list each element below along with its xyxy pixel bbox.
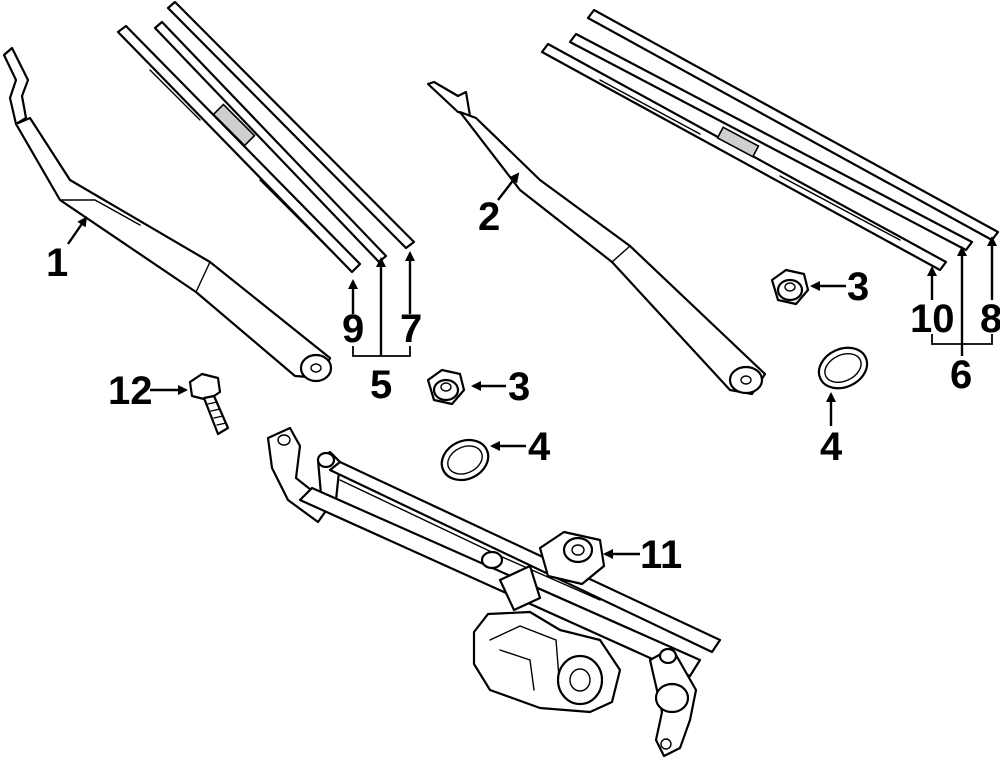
left-wiper-arm [2, 46, 333, 383]
callout-5: 5 [370, 363, 392, 407]
arm-nut-left [426, 368, 466, 406]
pivot-cap-right [817, 346, 869, 390]
callout-leaders [67, 172, 997, 559]
arm-nut-right [770, 268, 810, 306]
callout-labels: 1 2 9 5 7 10 6 8 3 3 4 4 11 12 [46, 195, 1000, 577]
left-wiper-blade-assembly [116, 0, 416, 274]
right-wiper-arm [426, 80, 767, 396]
wiper-linkage-and-motor [266, 426, 722, 758]
callout-4-right: 4 [820, 425, 843, 469]
callout-10: 10 [910, 297, 955, 341]
pivot-cap-left [440, 438, 490, 482]
callout-9: 9 [342, 307, 364, 351]
callout-4-left: 4 [528, 425, 551, 469]
callout-7: 7 [400, 307, 422, 351]
callout-8: 8 [980, 297, 1000, 341]
callout-6: 6 [950, 353, 972, 397]
callout-11: 11 [640, 533, 682, 577]
callout-2: 2 [478, 195, 500, 239]
right-wiper-blade-assembly [540, 8, 1000, 272]
mounting-bolt [188, 372, 230, 436]
callout-3-right: 3 [847, 265, 869, 309]
callout-1: 1 [46, 241, 68, 285]
callout-12: 12 [108, 369, 153, 413]
callout-3-left: 3 [508, 365, 530, 409]
